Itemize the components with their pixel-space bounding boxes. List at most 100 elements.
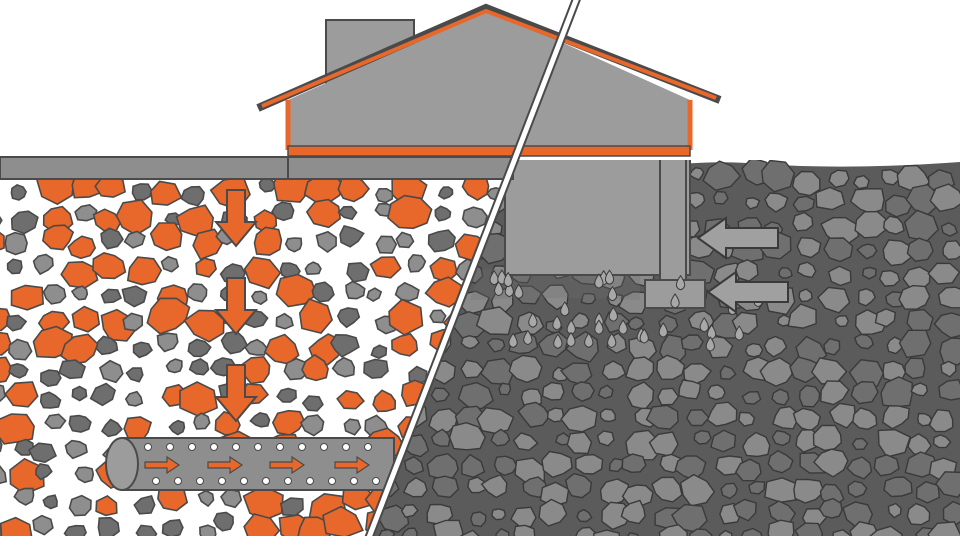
pipe-perforation bbox=[166, 443, 174, 451]
arrow-right-icon bbox=[269, 455, 306, 475]
soil-stone bbox=[873, 454, 900, 477]
soil-stone bbox=[747, 480, 766, 495]
arrow-down-icon bbox=[213, 189, 259, 248]
water-droplet-icon bbox=[566, 331, 576, 348]
soil-stone bbox=[658, 523, 688, 536]
gray-stone bbox=[434, 205, 452, 222]
soil-stone bbox=[430, 428, 451, 447]
gray-stone bbox=[4, 231, 28, 256]
soil-stone bbox=[734, 458, 762, 482]
gray-stone bbox=[68, 414, 92, 433]
gray-stone bbox=[461, 206, 488, 229]
gray-stone bbox=[199, 524, 217, 536]
soil-stone bbox=[882, 405, 910, 430]
water-droplet-icon bbox=[607, 285, 618, 302]
arrow-left-icon bbox=[706, 270, 789, 314]
soil-stone bbox=[656, 354, 686, 381]
soil-stone bbox=[732, 498, 757, 522]
gray-stone bbox=[336, 307, 361, 329]
soil-stone bbox=[738, 411, 756, 427]
orange-stone bbox=[67, 235, 97, 260]
gray-stone bbox=[284, 237, 303, 253]
gray-stone bbox=[271, 201, 295, 222]
pipe-perforation bbox=[364, 443, 372, 451]
soil-stone bbox=[906, 308, 934, 335]
soil-stone bbox=[851, 437, 869, 451]
soil-stone bbox=[856, 243, 878, 260]
soil-stone bbox=[763, 335, 788, 358]
soil-stone bbox=[778, 266, 793, 279]
soil-stone bbox=[940, 222, 959, 237]
soil-stone bbox=[928, 408, 954, 433]
soil-stone bbox=[541, 450, 573, 479]
soil-stone bbox=[680, 334, 704, 351]
soil-stone bbox=[906, 502, 931, 526]
soil-stone bbox=[719, 364, 737, 380]
orange-stone bbox=[146, 297, 191, 335]
soil-stone bbox=[541, 381, 565, 401]
gray-stone bbox=[366, 287, 383, 303]
gray-stone bbox=[304, 261, 322, 275]
soil-stone bbox=[702, 160, 742, 192]
orange-stone bbox=[372, 389, 397, 413]
arrow-down-icon bbox=[213, 277, 259, 336]
pipe-perforation bbox=[298, 443, 306, 451]
downward-flow-arrows bbox=[213, 189, 259, 423]
pipe-perforation bbox=[144, 443, 152, 451]
soil-stone bbox=[508, 354, 543, 384]
soil-stone bbox=[905, 183, 939, 216]
soil-stone bbox=[645, 404, 679, 430]
soil-stone bbox=[828, 402, 857, 429]
gray-stone bbox=[275, 312, 294, 330]
gray-stone bbox=[95, 335, 119, 356]
gray-stone bbox=[250, 290, 268, 306]
gray-stone bbox=[375, 235, 398, 254]
gray-stone bbox=[10, 184, 27, 201]
gray-stone bbox=[40, 369, 62, 388]
water-droplets bbox=[489, 269, 763, 352]
soil-stone bbox=[771, 429, 792, 447]
orange-stone bbox=[9, 457, 45, 495]
gray-stone bbox=[135, 524, 158, 536]
soil-stone bbox=[486, 338, 506, 353]
soil-stone bbox=[787, 303, 817, 329]
pipe-perforation bbox=[152, 477, 160, 485]
soil-stone bbox=[823, 237, 854, 263]
soil-stone bbox=[710, 429, 737, 453]
orange-stone bbox=[336, 389, 366, 410]
pipe-perforation bbox=[342, 443, 350, 451]
gray-stone bbox=[97, 516, 120, 536]
soil-stone bbox=[798, 288, 813, 303]
gray-stone bbox=[98, 359, 124, 384]
gray-stone bbox=[133, 494, 156, 515]
pipe-perforation bbox=[350, 477, 358, 485]
gray-stone bbox=[44, 413, 67, 430]
orange-stone bbox=[42, 224, 75, 251]
soil-stone bbox=[651, 476, 683, 503]
orange-stone bbox=[4, 381, 39, 408]
soil-stone bbox=[852, 174, 870, 190]
gray-stone bbox=[363, 358, 389, 379]
arrow-right-icon bbox=[144, 455, 181, 475]
pipe-perforation bbox=[188, 443, 196, 451]
soil-stone bbox=[812, 424, 843, 452]
pipe-perforation bbox=[218, 477, 226, 485]
water-droplet-icon bbox=[658, 322, 668, 338]
soil-stone bbox=[767, 500, 797, 524]
soil-stone bbox=[853, 333, 875, 350]
soil-stone bbox=[597, 384, 614, 400]
soil-stone bbox=[832, 529, 852, 536]
orange-stone bbox=[183, 309, 225, 343]
soil-stone bbox=[517, 401, 551, 428]
soil-stone bbox=[906, 237, 934, 262]
gray-stone bbox=[100, 418, 123, 438]
orange-stone bbox=[94, 180, 127, 198]
gray-stone bbox=[311, 281, 335, 303]
orange-stone bbox=[0, 227, 5, 254]
soil-stone bbox=[937, 286, 960, 309]
soil-stone bbox=[796, 261, 817, 279]
gray-stone bbox=[345, 280, 366, 300]
soil-stone bbox=[934, 471, 960, 498]
soil-stone bbox=[689, 166, 705, 181]
orange-stone bbox=[0, 516, 33, 536]
